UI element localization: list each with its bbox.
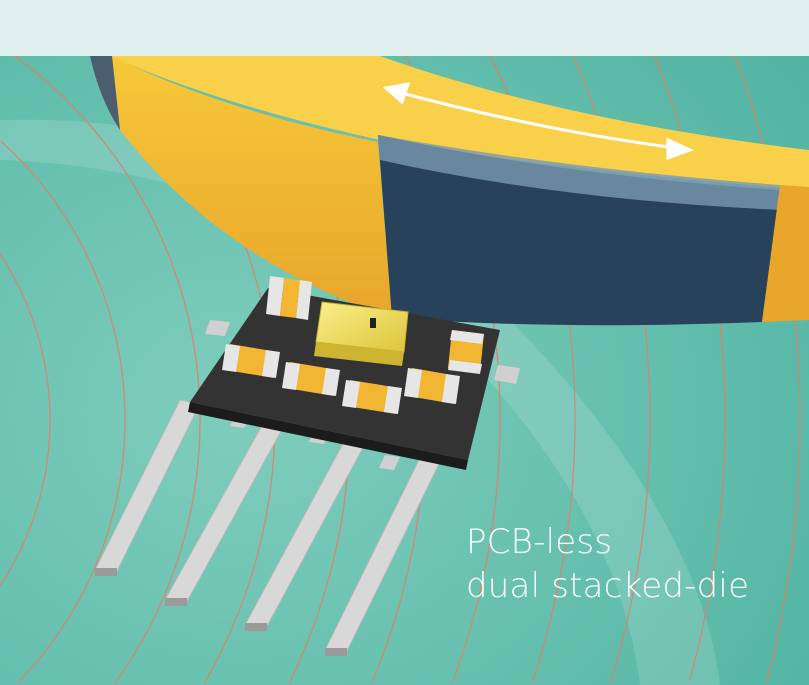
sensor-package [94,276,520,656]
top-band [0,0,809,56]
field-line [629,0,726,681]
field-line [547,4,651,684]
field-line [0,140,126,684]
field-line [712,1,801,684]
double-arrow-icon [382,82,694,161]
caption-line-2: dual stacked-die [466,566,750,606]
magnetic-ring [90,56,809,326]
field-line [1,46,201,685]
field-line [0,254,51,586]
caption-line-1: PCB-less [466,522,613,562]
caption: PCB-less dual stacked-die [466,520,749,608]
